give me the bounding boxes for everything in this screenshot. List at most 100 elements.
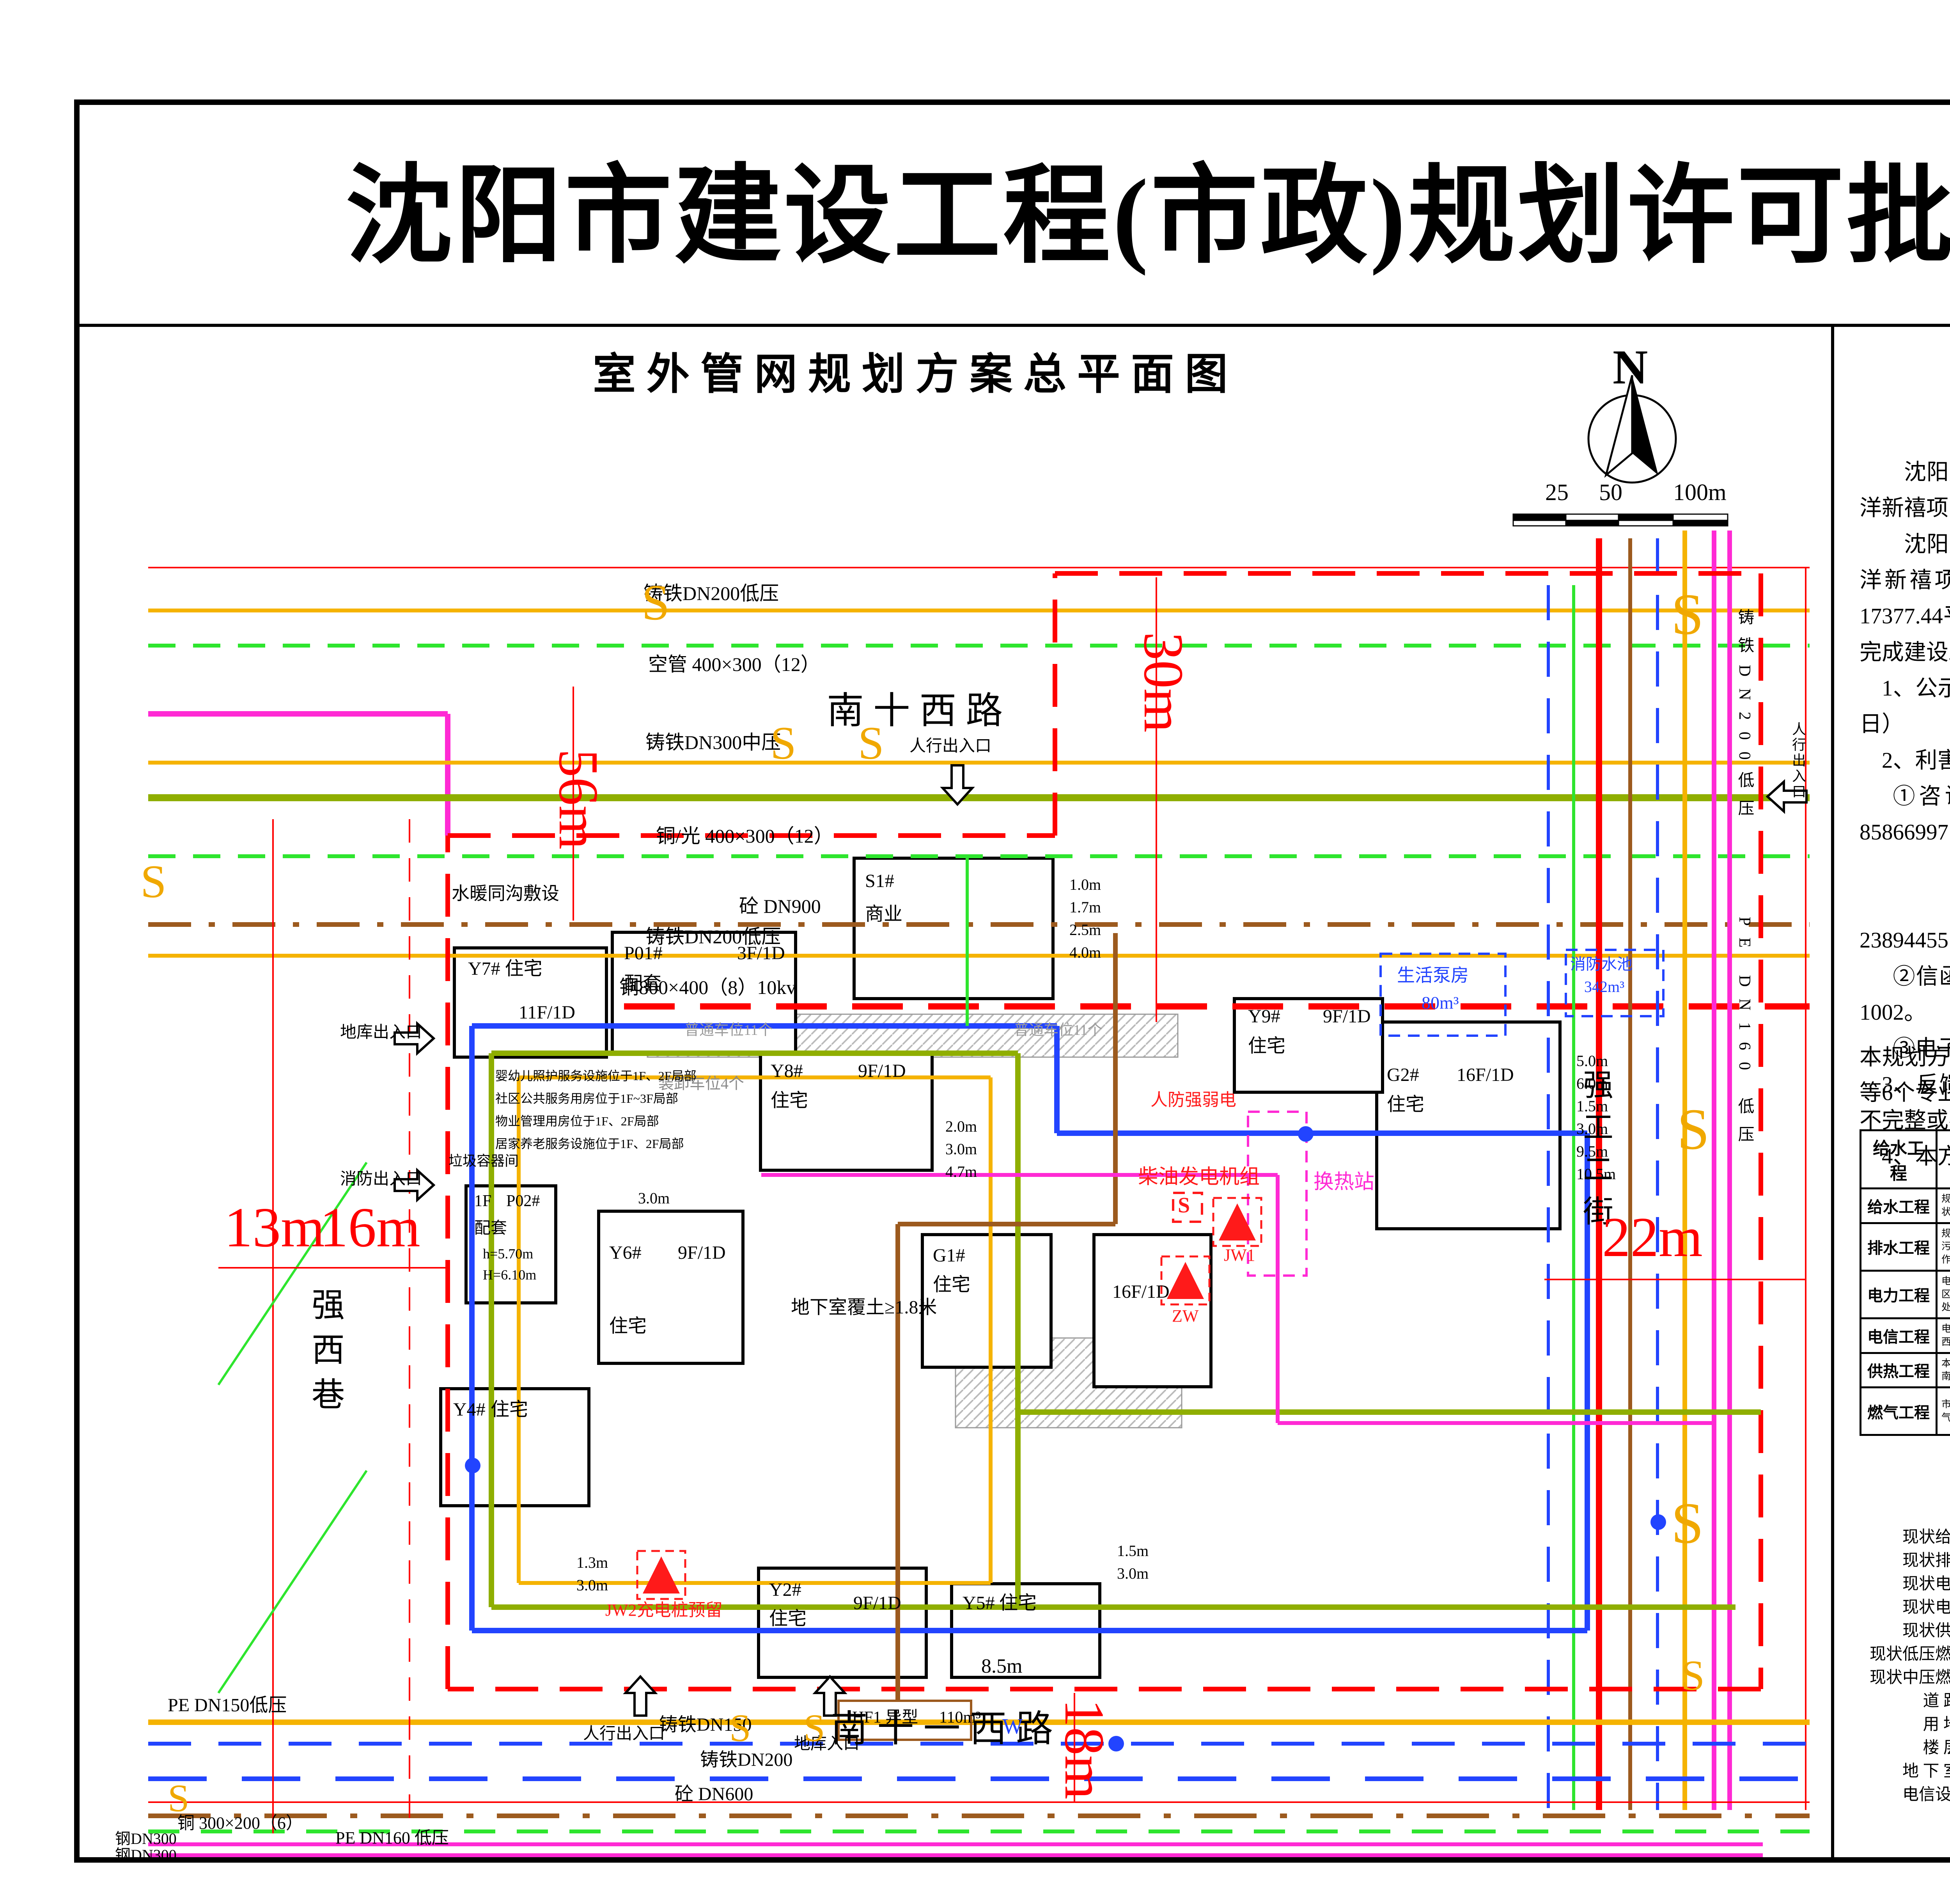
legend-item: 现状中压燃气管线 [1833,1666,1950,1689]
plan-table-header: 给水工程 [1860,1129,1938,1189]
table-row: 电信工程电话、宽带网、有线电视用户线均由规划区北侧南十西路现状电信管线，穿钢管保… [1860,1317,1950,1354]
plan-row-category: 给水工程 [1860,1187,1938,1224]
hydrant-icon [1108,1736,1124,1751]
plan-table-header: 市政管线接驳点 [1936,1129,1950,1189]
building-outline [1092,1233,1213,1388]
building-outline [453,946,608,1059]
plan-row-connection: 电源引自现状66KV工农变电所，10KV线路引自规划区东侧强工二街规划10KV电… [1936,1269,1950,1320]
notice-paragraph: 沈阳宸航置业有限公司开发的铁西区南十西路69号的新禧地块（远洋新禧项目）综合管网… [1860,460,1950,521]
notice-paragraph: ③电子邮箱：txxzspk-zrzyj@shenyang.gov.cn。 [1893,1036,1950,1061]
annotation-box [1565,949,1665,1017]
notice-paragraph: ①咨询电话：审批部门：沈阳市自然资源局铁西分局，024-85866997； [1860,784,1950,845]
notice-paragraph: 建设单位：沈阳宸航置业有限公司，024-88226666； [1860,851,1950,887]
notice-paragraph: 设计单位：沈阳市规划设计研究院有限公司，024-23894455； [1860,928,1950,953]
legend-item: 用 地 界 限 [1833,1713,1950,1736]
plan-row-category: 排水工程 [1860,1222,1938,1272]
pipe-line [217,1470,368,1694]
legend-item-label: 现状低压燃气管线 [1869,1645,1950,1663]
legend-item-label: 用 地 界 限 [1923,1716,1950,1734]
entrance-arrow-icon [940,764,975,806]
entrance-arrow-icon [394,1021,436,1056]
building-outline [853,857,1055,1000]
building-outline [597,1210,745,1365]
plan-row-connection: 电话、宽带网、有线电视用户线均由规划区北侧南十西路现状电信管线，穿钢管保护地埋敷… [1936,1317,1950,1354]
legend-item-label: 现状中压燃气管线 [1869,1669,1950,1687]
hydrant-icon [1650,1514,1666,1530]
north-arrow-icon [1587,375,1677,484]
building-outline [439,1387,590,1507]
notice-paragraph: 沈阳宸航置业有限公司开发的铁西区南十西路69号的新禧地块（远洋新禧项目）综合管网… [1860,532,1950,665]
notice-paragraph: 3、反馈意见请注明联系人真实姓名、电话、地址等信息；如因信息不完整或不真实导致无… [1860,1072,1950,1133]
plan-row-category: 燃气工程 [1860,1386,1938,1436]
annotation-box [837,1700,972,1741]
legend-item: 道 路 红 线 [1833,1690,1950,1712]
entrance-arrow-icon [1766,779,1808,814]
plan-row-connection: 本工程热源为沈阳亿丰热力供暖有限公司，热媒引自南十西路规划供热一级热网。 [1936,1352,1950,1388]
legend-item: 现状低压燃气管线 [1833,1643,1950,1666]
building-outline [921,1233,1053,1369]
plan-row-connection: 规划区消防以及生活水源引自规划区东侧强工二街现状DN500给水管线。 [1936,1187,1950,1224]
building-outline [464,1184,557,1304]
table-row: 电力工程电源引自现状66KV工农变电所，10KV线路引自规划区东侧强工二街规划1… [1860,1269,1950,1320]
annotation-box [1172,1192,1203,1223]
pipe-line [217,1162,368,1386]
legend-item: 现状电力电缆高压低压 [1833,1573,1950,1595]
legend-item-label: 楼 层 表 示 [1923,1739,1950,1757]
building-outline [1233,997,1384,1094]
legend-item-label: 现状给水管线 [1902,1528,1950,1546]
plan-row-connection: 规划区南侧南十一西路现状D600污水管线可作为地块污水出口；规划区北侧南十西路规… [1936,1222,1950,1272]
table-row: 排水工程规划区南侧南十一西路现状D600污水管线可作为地块污水出口；规划区北侧南… [1860,1222,1950,1272]
hydrant-icon [465,1458,480,1473]
legend-item: 电信设施用房信 [1833,1783,1950,1806]
substation-box [1212,1197,1262,1247]
entrance-arrow-icon [623,1675,658,1717]
legend-item-label: 电信设施用房 [1902,1786,1950,1804]
legend-item-label: 现状电力电缆 [1902,1575,1950,1593]
substation-box [1160,1255,1211,1306]
building-outline [611,931,797,1055]
legend-item: 现状电信管线 [1833,1596,1950,1619]
legend-item: 现状供热管线 [1833,1620,1950,1642]
notice-body: 沈阳宸航置业有限公司开发的铁西区南十西路69号的新禧地块（远洋新禧项目）综合管网… [1860,454,1950,1269]
substation-triangle-icon [1167,1262,1204,1299]
table-row: 燃气工程市政气源为低压燃气，管线接南十一西路现状抽换燃气管线和南十西路现状DN2… [1860,1386,1950,1436]
plan-title: 规划方案主要内容 [1834,958,1950,1024]
entrance-arrow-icon [812,1675,847,1717]
legend-title: 图 例 [1834,1454,1950,1520]
plan-row-category: 供热工程 [1860,1352,1938,1388]
plan-row-category: 电力工程 [1860,1269,1938,1320]
plan-row-connection: 市政气源为低压燃气，管线接南十一西路现状抽换燃气管线和南十西路现状DN200低压… [1936,1386,1950,1436]
notice-title: 公示信息 [1834,339,1950,406]
page-title: 沈阳市建设工程(市政)规划许可批前公示板 [345,158,1950,276]
substation-box [636,1550,686,1600]
legend-item-label: 现状供热管线 [1902,1622,1950,1640]
legend-item-label: 地 下 室 边 界 [1902,1762,1950,1780]
table-row: 给水工程规划区消防以及生活水源引自规划区东侧强工二街现状DN500给水管线。G2… [1860,1187,1950,1224]
hydrant-icon [1298,1126,1314,1142]
notice-paragraph: 1、公示及收集意见日期：2023年11月1日----2023年11月9日（7个工… [1860,676,1950,737]
annotation-box [1247,1111,1308,1277]
legend-item-label: 道 路 红 线 [1923,1692,1950,1710]
substation-triangle-icon [1219,1203,1256,1240]
substation-triangle-icon [643,1556,680,1593]
legend-item-label: 现状排水管线 [1902,1552,1950,1570]
table-row: 供热工程本工程热源为沈阳亿丰热力供暖有限公司，热媒引自南十西路规划供热一级热网。… [1860,1352,1950,1388]
scale-bar [1512,513,1728,527]
legend-item: 楼 层 表 示一层 1F十层 10F [1833,1737,1950,1759]
legend-item-label: 现状电信管线 [1902,1599,1950,1617]
legend-item: 现状给水管线W [1833,1526,1950,1549]
building-outline [1375,1020,1562,1230]
map-title: 室外管网规划方案总平面图 [593,351,1239,398]
title-divider [74,324,1950,327]
building-outline [759,1052,934,1172]
plan-table: 给水工程市政管线接驳点附属建(构)筑物 给水工程规划区消防以及生活水源引自规划区… [1860,1129,1950,1436]
plan-intro: 本规划方案包含用地红线内给水、排水、电力、电信、供热和燃气工程等6个专业，市政管… [1860,1045,1950,1105]
notice-paragraph: ②信函请邮寄至：沈阳市铁西区北一西路铁西区政务服务中心A座1002。 [1860,964,1950,1025]
legend-item: 现状排水管线 [1833,1549,1950,1572]
plan-row-category: 电信工程 [1860,1317,1938,1354]
notice-paragraph: 2、利害关系人可在公示有效期内通过以下途径咨询或提出意见： [1882,748,1950,773]
legend-item: 地 下 室 边 界 [1833,1760,1950,1783]
annotation-box [1379,953,1507,1037]
